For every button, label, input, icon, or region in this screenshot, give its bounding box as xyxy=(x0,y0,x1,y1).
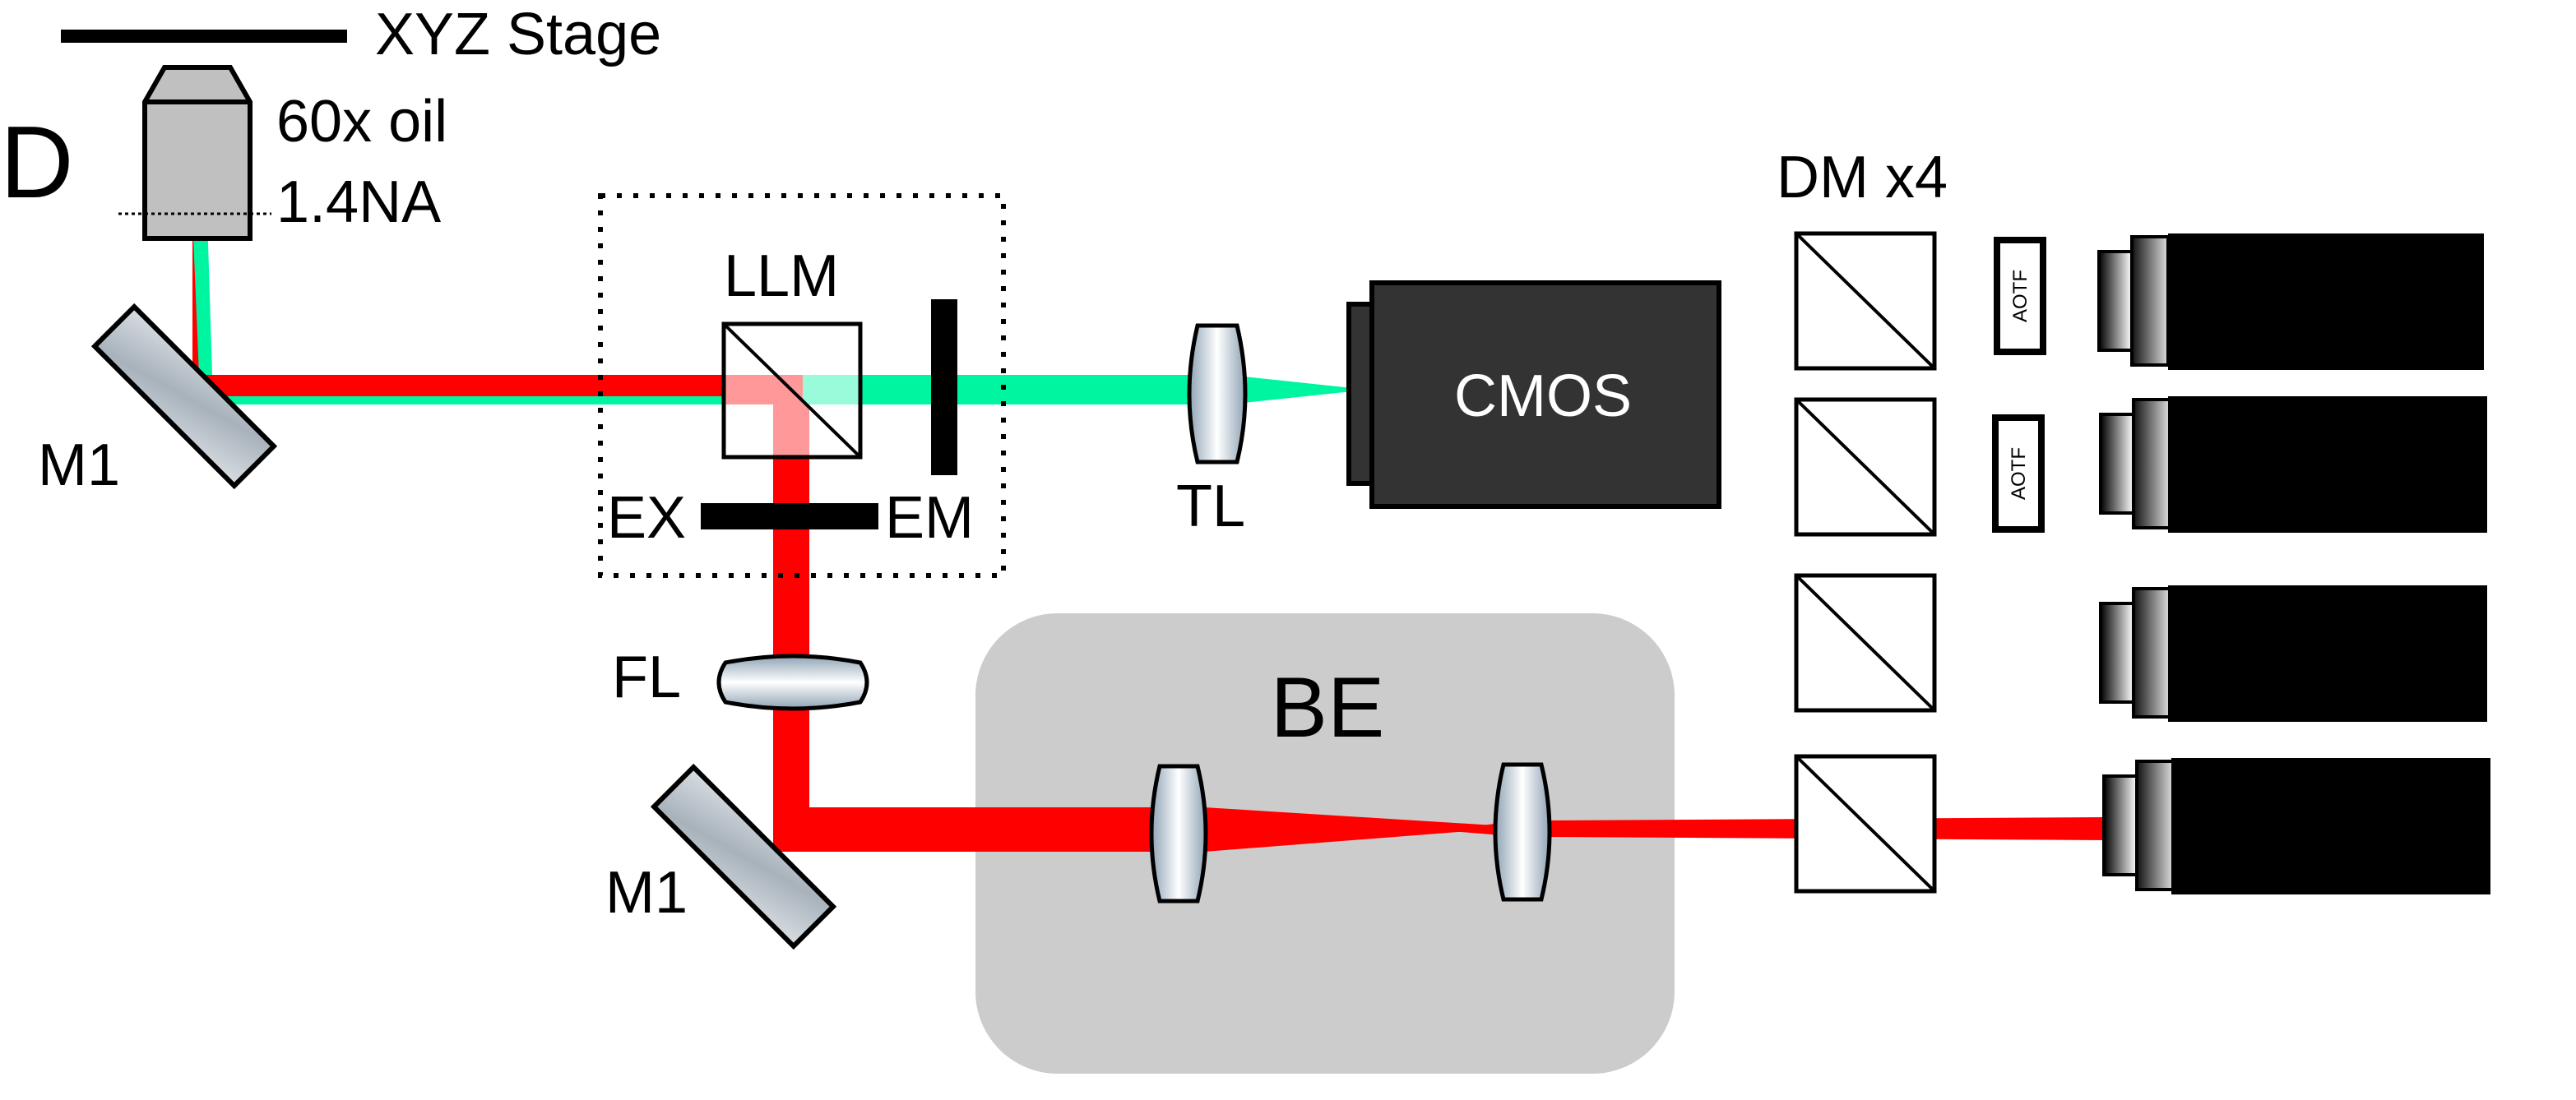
mirror-bottom-icon xyxy=(650,763,837,950)
mirror-top-label: M1 xyxy=(38,432,120,498)
beam-expander-label: BE xyxy=(1271,660,1385,756)
beam-expander-lens-1-icon xyxy=(1149,764,1208,904)
beam-expander-lens-2-icon xyxy=(1493,762,1552,902)
tube-lens-icon xyxy=(1187,323,1248,464)
laser-4 xyxy=(2102,758,2490,894)
objective-label-line2: 1.4NA xyxy=(276,169,441,235)
stage-label: XYZ Stage xyxy=(375,2,661,67)
camera-body xyxy=(1369,280,1721,509)
dichroic-mirror-3 xyxy=(1794,573,1937,713)
emission-filter-bar xyxy=(931,299,957,475)
objective-label-line1: 60x oil xyxy=(276,89,447,155)
llm-label: LLM xyxy=(724,243,839,309)
focusing-lens-label: FL xyxy=(612,645,681,710)
emission-beam-horizontal-left xyxy=(206,396,724,404)
tube-lens-label: TL xyxy=(1176,474,1245,539)
aotf-2-box xyxy=(1992,414,2045,533)
excitation-filter-bar xyxy=(701,503,878,529)
emission-beam-through-llm xyxy=(803,375,1194,404)
excitation-filter-label: EX xyxy=(607,485,686,551)
mirror-bottom-label: M1 xyxy=(605,860,688,926)
dichroic-mirror-4 xyxy=(1794,754,1937,894)
laser-3 xyxy=(2099,585,2487,722)
llm-dichroic-diagonal xyxy=(722,322,862,459)
xyz-stage-bar xyxy=(61,30,347,43)
emission-filter-label: EM xyxy=(885,485,974,551)
dichroic-mirror-2 xyxy=(1794,397,1937,537)
excitation-beam-to-mirror xyxy=(793,807,1158,852)
dichroic-mirror-1 xyxy=(1794,231,1937,371)
focusing-lens-icon xyxy=(716,654,869,711)
excitation-beam-expander-focus xyxy=(1204,807,1522,852)
mirror-top-icon xyxy=(90,303,278,490)
filter-cube-outline xyxy=(598,193,1006,578)
camera-label: CMOS xyxy=(1454,363,1632,429)
panel-label: D xyxy=(0,106,74,220)
emission-beam-to-mirror xyxy=(192,217,212,375)
emission-beam-after-tube-lens xyxy=(1244,377,1352,403)
laser-1 xyxy=(2097,233,2484,370)
beam-expander-box xyxy=(975,613,1675,1074)
aotf-2-label: AOTF xyxy=(2008,447,2030,500)
aotf-1-box xyxy=(1994,237,2046,355)
dichroic-mirrors-label: DM x4 xyxy=(1777,145,1948,210)
laser-2 xyxy=(2099,396,2487,533)
aotf-1-label: AOTF xyxy=(2009,270,2032,322)
